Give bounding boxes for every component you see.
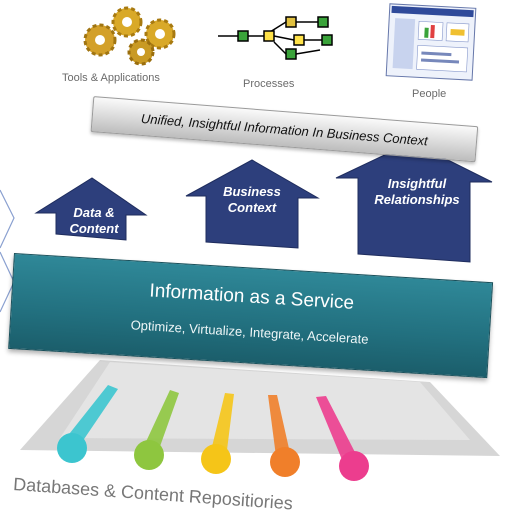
beam-orange [268, 395, 292, 464]
dot-yellow [201, 444, 231, 474]
beam-yellow [210, 393, 234, 458]
arrow-insightful-relationships-line1: Insightful [387, 176, 447, 191]
arrow-business-context-line2: Context [227, 200, 277, 215]
left-chevron-upper [0, 189, 15, 249]
arrow-business-context-line1: Business [223, 184, 281, 199]
arrow-business-context-label: Business Context [214, 184, 290, 216]
people-label: People [412, 88, 447, 100]
dot-pink [339, 451, 369, 481]
dot-green [134, 440, 164, 470]
dot-cyan [57, 433, 87, 463]
beam-green [144, 390, 179, 452]
dot-orange [270, 447, 300, 477]
arrow-data-content [34, 177, 148, 241]
arrow-data-content-label: Data & Content [66, 205, 122, 237]
processes-label: Processes [243, 78, 295, 90]
arrow-insightful-relationships-label: Insightful Relationships [362, 176, 472, 208]
repository-fan-inner [60, 362, 470, 440]
arrow-business-context [185, 159, 320, 249]
beam-cyan [66, 385, 118, 445]
beam-pink [316, 396, 360, 467]
process-flow-icon [218, 16, 333, 60]
arrow-insightful-relationships [335, 141, 493, 263]
repository-dots [57, 433, 369, 481]
arrow-data-content-line1: Data & [73, 205, 115, 220]
arrow-data-content-line2: Content [69, 221, 119, 236]
people-dashboard-icon [385, 3, 477, 81]
repository-beams [66, 385, 360, 467]
gears-icon [83, 6, 176, 66]
tools-applications-label: Tools & Applications [62, 72, 160, 84]
arrow-insightful-relationships-line2: Relationships [374, 192, 460, 207]
